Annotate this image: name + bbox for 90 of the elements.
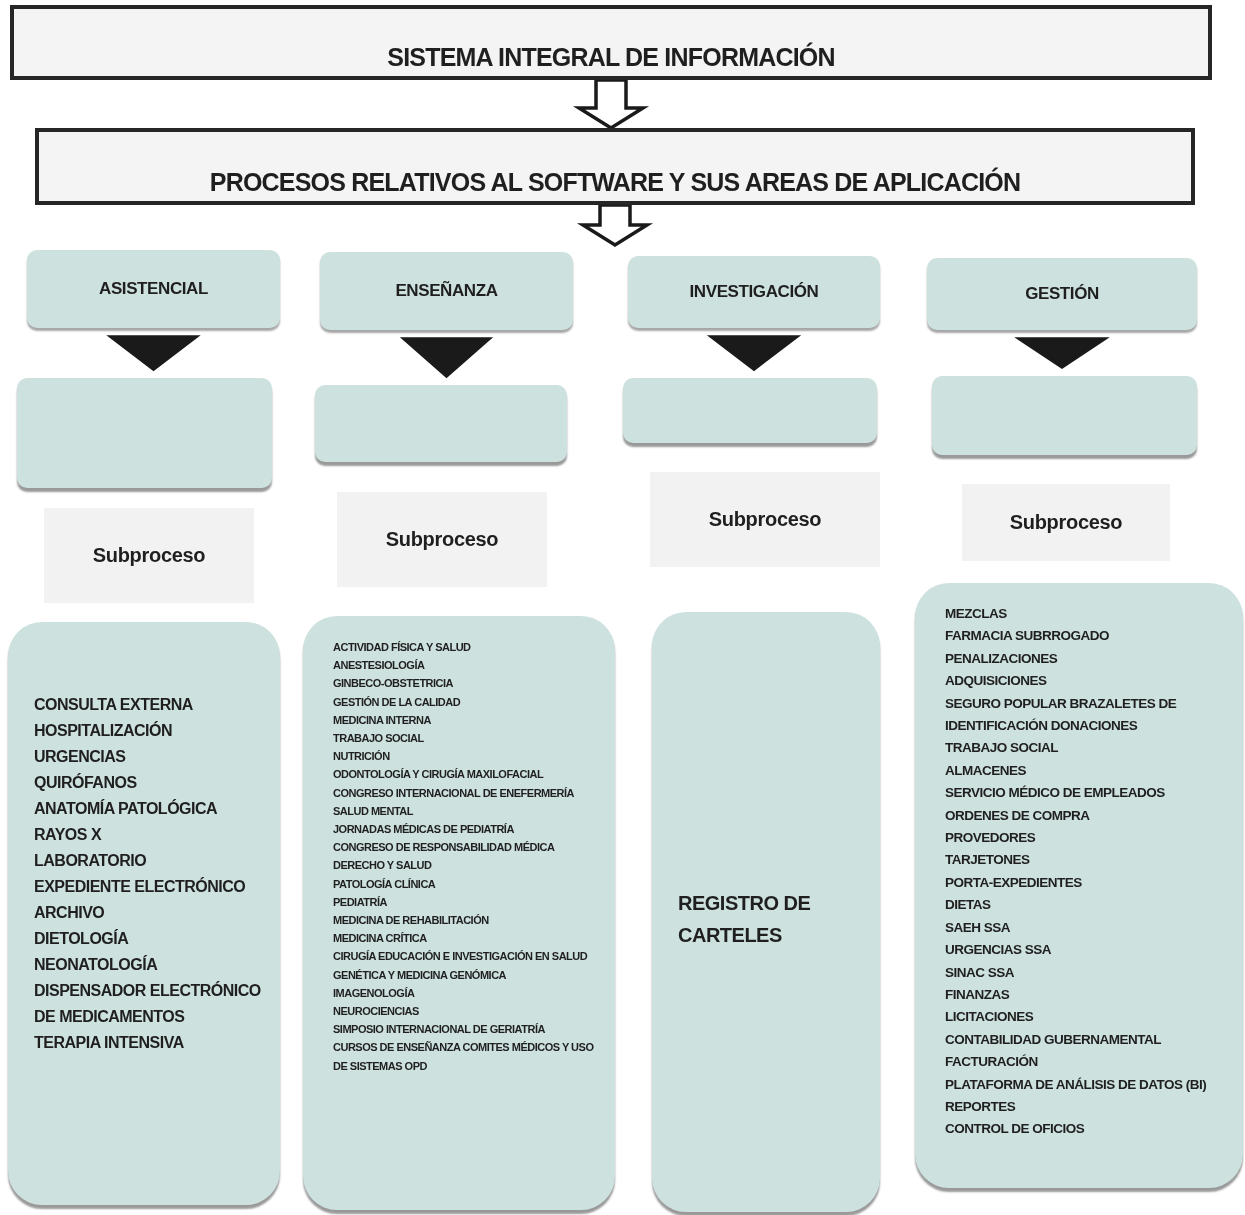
list-item: CIRUGÍA EDUCACIÓN E INVESTIGACIÓN EN SALUD [333, 949, 588, 965]
list-item: CURSOS DE ENSEÑANZA COMITES MÉDICOS Y USO DE SISTEMAS OPD [333, 1040, 595, 1074]
list-item: FACTURACIÓN [945, 1053, 1038, 1072]
list-item: SAEH SSA [945, 918, 1011, 937]
list-item: DIETAS [945, 896, 991, 915]
list-item: ODONTOLOGÍA Y CIRUGÍA MAXILOFACIAL [333, 767, 544, 783]
list-item: ACTIVIDAD FÍSICA Y SALUD [333, 640, 471, 655]
list-item: GENÉTICA Y MEDICINA GENÓMICA [333, 967, 507, 983]
list-item: JORNADAS MÉDICAS DE PEDIATRÍA [333, 822, 514, 838]
list-item: CONSULTA EXTERNA [34, 695, 193, 715]
box-label: SISTEMA INTEGRAL DE INFORMACIÓN [387, 43, 835, 72]
list-item: PEDIATRÍA [333, 894, 387, 910]
list-item: QUIRÓFANOS [34, 772, 137, 793]
list-item: TRABAJO SOCIAL [333, 731, 424, 746]
box-label: GESTIÓN [1025, 284, 1099, 304]
list-panel [8, 622, 280, 1205]
list-item: MEDICINA DE REHABILITACIÓN [333, 913, 489, 929]
list-item: ADQUISICIONES [945, 672, 1047, 691]
list-item: ALMACENES [945, 761, 1026, 780]
list-item: PROVEDORES [945, 829, 1036, 848]
box-label: INVESTIGACIÓN [689, 282, 819, 302]
list-item: LABORATORIO [34, 851, 147, 871]
list-item: FARMACIA SUBRROGADO [945, 627, 1109, 646]
box-label: Subproceso [708, 508, 822, 531]
box-label: Subproceso [1009, 511, 1123, 534]
area-box [927, 258, 1197, 330]
box-label: ASISTENCIAL [99, 279, 208, 299]
triangle-arrow [106, 335, 201, 372]
list-item: ARCHIVO [34, 903, 105, 923]
list-panel [915, 583, 1243, 1188]
list-item: SALUD MENTAL [333, 803, 413, 819]
list-item: CONGRESO INTERNACIONAL DE ENEFERMERÍA [333, 785, 575, 801]
list-item: GESTIÓN DE LA CALIDAD [333, 694, 461, 710]
list-item: SERVICIO MÉDICO DE EMPLEADOS [945, 784, 1165, 803]
list-item: PATOLOGÍA CLÍNICA [333, 876, 436, 892]
list-item: ANATOMÍA PATOLÓGICA [34, 798, 218, 819]
list-item: PORTA-EXPEDIENTES [945, 873, 1082, 892]
software-box [17, 378, 272, 488]
box-label: Subproceso [385, 528, 499, 551]
area-box [628, 256, 880, 328]
hollow-arrow [572, 78, 650, 131]
list-item: CONTABILIDAD GUBERNAMENTAL [945, 1030, 1161, 1049]
list-item: NEUROCIENCIAS [333, 1004, 419, 1020]
list-item: URGENCIAS [34, 747, 126, 767]
list-item: FINANZAS [945, 985, 1010, 1004]
list-item: RAYOS X [34, 825, 102, 845]
list-item: ORDENES DE COMPRA [945, 806, 1090, 825]
list-item: URGENCIAS SSA [945, 941, 1051, 960]
software-box [932, 376, 1197, 455]
list-item: REPORTES [945, 1097, 1016, 1116]
list-panel [303, 616, 615, 1210]
box-label: ENSEÑANZA [395, 281, 498, 301]
triangle-arrow [706, 335, 802, 372]
software-box [623, 378, 877, 443]
banner-box [10, 5, 1212, 80]
list-item: PENALIZACIONES [945, 649, 1058, 668]
list-item: SEGURO POPULAR BRAZALETES DE IDENTIFICACIÓN DONACIONES [945, 694, 1178, 736]
list-item: CONTROL DE OFICIOS [945, 1120, 1085, 1139]
hollow-arrow [576, 203, 654, 248]
list-item: SINAC SSA [945, 963, 1014, 982]
box-label: PROCESOS RELATIVOS AL SOFTWARE Y SUS AREAS DE APLICACIÓN [209, 168, 1021, 197]
list-item: MEZCLAS [945, 605, 1007, 623]
list-item: SIMPOSIO INTERNACIONAL DE GERIATRÍA [333, 1022, 545, 1038]
list-item: REGISTRO DE CARTELES [678, 891, 812, 948]
list-item: ANESTESIOLOGÍA [333, 658, 425, 674]
list-item: TARJETONES [945, 851, 1030, 870]
list-item: EXPEDIENTE ELECTRÓNICO [34, 876, 246, 897]
list-item: HOSPITALIZACIÓN [34, 720, 172, 741]
list-item: TERAPIA INTENSIVA [34, 1033, 184, 1053]
list-item: NUTRICIÓN [333, 749, 390, 765]
list-item: PLATAFORMA DE ANÁLISIS DE DATOS (BI) [945, 1075, 1207, 1094]
list-item: IMAGENOLOGÍA [333, 985, 415, 1001]
list-item: TRABAJO SOCIAL [945, 739, 1058, 758]
triangle-arrow [1014, 337, 1110, 370]
list-item: LICITACIONES [945, 1008, 1034, 1027]
list-item: MEDICINA INTERNA [333, 712, 431, 728]
box-label: Subproceso [92, 544, 206, 567]
list-item: GINBECO-OBSTETRICIA [333, 676, 454, 692]
list-item: CONGRESO DE RESPONSABILIDAD MÉDICA [333, 840, 555, 856]
triangle-arrow [399, 337, 494, 379]
list-item: NEONATOLOGÍA [34, 954, 158, 975]
list-panel [652, 612, 880, 1212]
list-item: DERECHO Y SALUD [333, 858, 432, 874]
list-item: DISPENSADOR ELECTRÓNICO DE MEDICAMENTOS [34, 980, 262, 1027]
list-item: DIETOLOGÍA [34, 928, 129, 949]
banner-box [35, 128, 1195, 205]
list-item: MEDICINA CRÍTICA [333, 931, 427, 947]
software-box [315, 385, 567, 462]
area-box [27, 250, 280, 328]
area-box [320, 252, 573, 330]
